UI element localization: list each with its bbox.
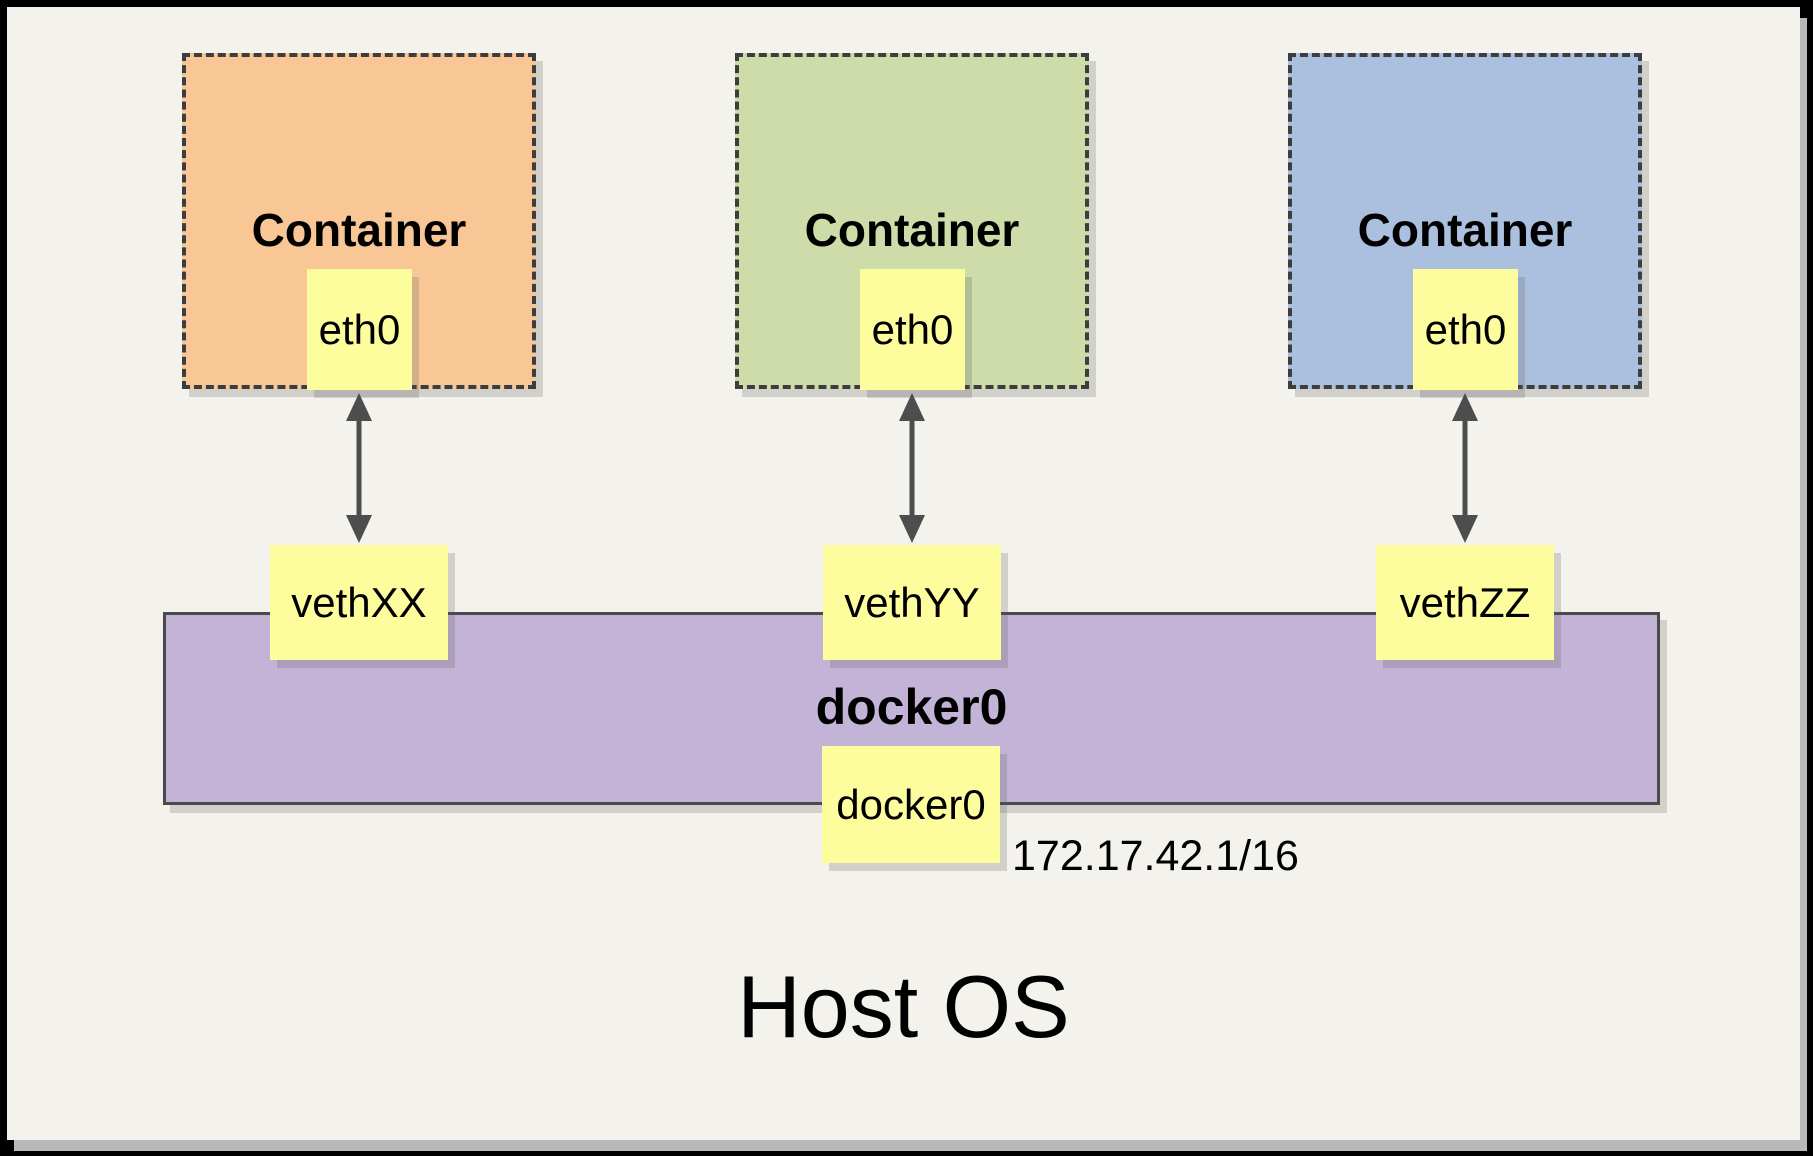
double-arrow-icon-2 <box>899 393 925 543</box>
eth0-note-2: eth0 <box>860 269 965 390</box>
eth0-label-1: eth0 <box>318 305 401 353</box>
docker0-bridge-label: docker0 <box>815 679 1008 735</box>
bridge-ip-address: 172.17.42.1/16 <box>1012 832 1299 880</box>
veth-note-3: vethZZ <box>1376 545 1554 660</box>
eth0-label-2: eth0 <box>871 305 954 353</box>
veth-note-2: vethYY <box>823 545 1001 660</box>
veth-label-3: vethZZ <box>1399 578 1531 626</box>
double-arrow-icon-1 <box>346 393 372 543</box>
eth0-note-1: eth0 <box>307 269 412 390</box>
slide-canvas: Container Container Container eth0 eth0 … <box>7 7 1800 1140</box>
double-arrow-icon-3 <box>1452 393 1478 543</box>
veth-note-1: vethXX <box>270 545 448 660</box>
docker0-interface-label: docker0 <box>836 780 986 828</box>
container-1-title: Container <box>251 204 467 256</box>
host-os-label: Host OS <box>737 957 1070 1056</box>
container-2-title: Container <box>804 204 1020 256</box>
docker0-interface-note: docker0 <box>822 746 1000 863</box>
eth0-label-3: eth0 <box>1424 305 1507 353</box>
veth-label-1: vethXX <box>291 578 427 626</box>
veth-label-2: vethYY <box>844 578 980 626</box>
eth0-note-3: eth0 <box>1413 269 1518 390</box>
container-3-title: Container <box>1357 204 1573 256</box>
